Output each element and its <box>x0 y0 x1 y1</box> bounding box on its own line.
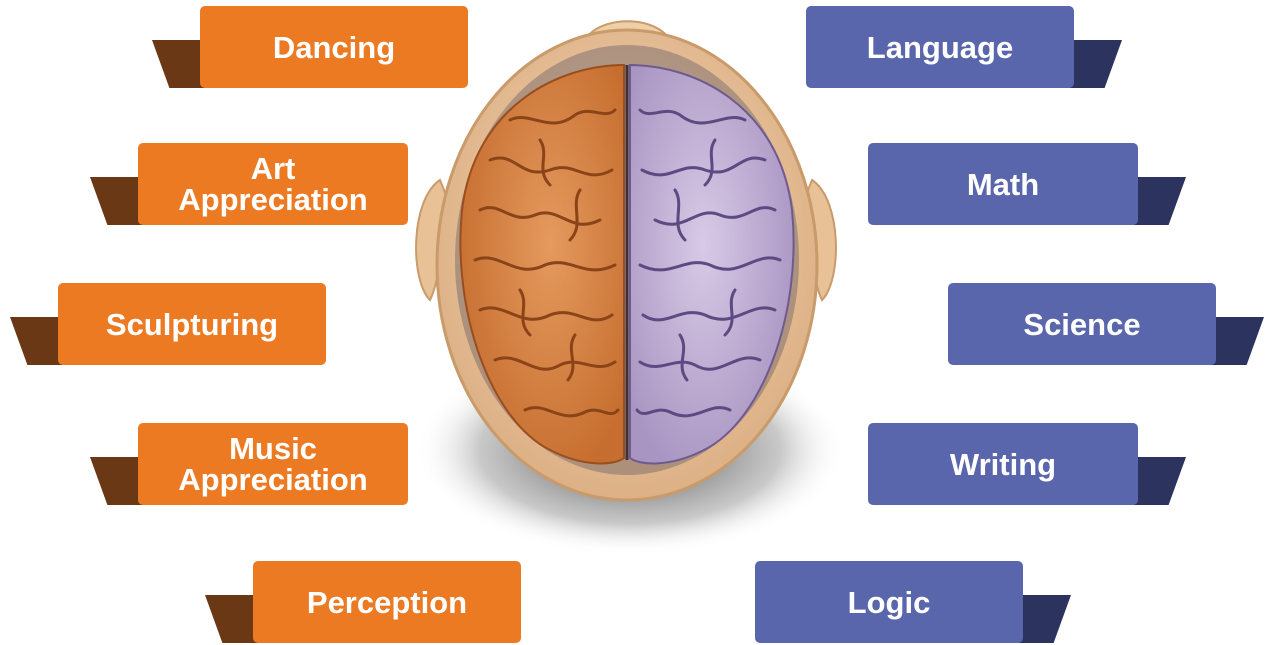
label-box: Logic <box>755 561 1023 643</box>
label-box: Dancing <box>200 6 468 88</box>
label-text: Sculpturing <box>106 309 278 340</box>
left-label-music-appreciation: Music Appreciation <box>90 423 408 505</box>
label-text: Music Appreciation <box>178 433 367 495</box>
label-text: Science <box>1023 309 1140 340</box>
left-label-sculpturing: Sculpturing <box>10 283 326 365</box>
label-box: Language <box>806 6 1074 88</box>
right-label-math: Math <box>868 143 1186 225</box>
left-label-perception: Perception <box>205 561 521 643</box>
label-box: Sculpturing <box>58 283 326 365</box>
label-text: Writing <box>950 449 1056 480</box>
right-label-logic: Logic <box>755 561 1071 643</box>
label-box: Writing <box>868 423 1138 505</box>
label-box: Perception <box>253 561 521 643</box>
label-text: Math <box>967 169 1039 200</box>
brain-illustration <box>400 10 850 570</box>
left-label-art-appreciation: Art Appreciation <box>90 143 408 225</box>
right-label-writing: Writing <box>868 423 1186 505</box>
label-text: Perception <box>307 587 467 618</box>
label-box: Science <box>948 283 1216 365</box>
label-box: Math <box>868 143 1138 225</box>
label-text: Logic <box>848 587 931 618</box>
label-text: Dancing <box>273 32 395 63</box>
right-label-language: Language <box>806 6 1122 88</box>
label-text: Art Appreciation <box>178 153 367 215</box>
label-box: Art Appreciation <box>138 143 408 225</box>
label-text: Language <box>867 32 1013 63</box>
right-label-science: Science <box>948 283 1264 365</box>
left-label-dancing: Dancing <box>152 6 468 88</box>
label-box: Music Appreciation <box>138 423 408 505</box>
